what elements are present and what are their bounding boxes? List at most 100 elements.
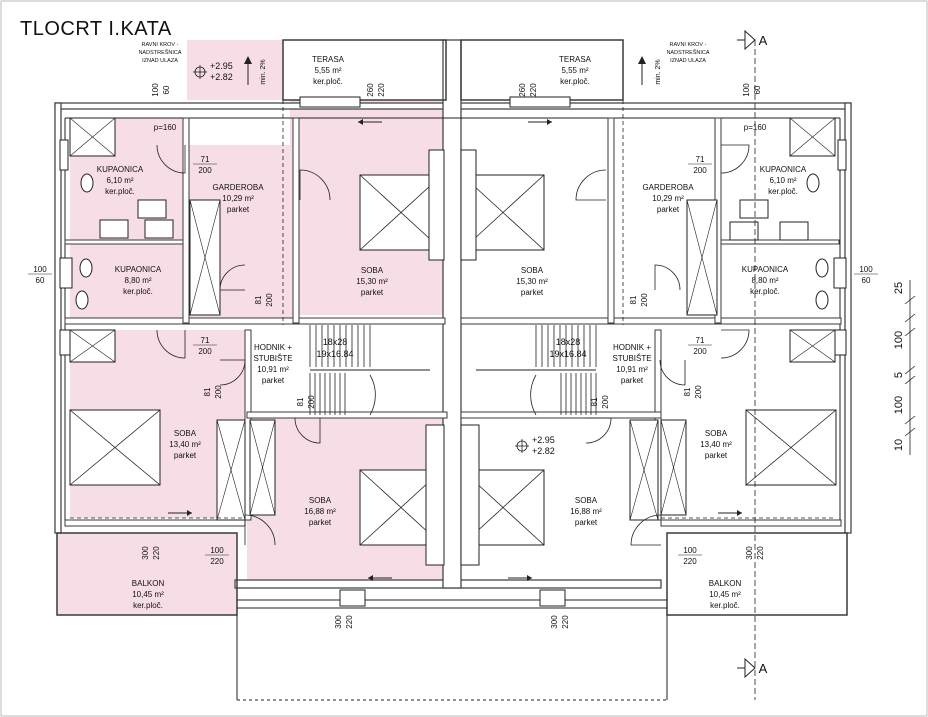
- wardrobe-diag: [686, 199, 718, 316]
- opening-label: 220: [345, 615, 354, 629]
- flow-arrow-head: [187, 510, 192, 516]
- room-label-garderoba: 10,29 m²: [222, 194, 254, 203]
- wardrobe-diag: [660, 419, 687, 516]
- partition-wall: [460, 317, 842, 325]
- opening-label: 200: [307, 395, 316, 409]
- toilet: [815, 258, 829, 278]
- opening-label: 200: [693, 166, 707, 175]
- room-label-kupaonica: KUPAONICA: [742, 265, 789, 274]
- sink: [99, 219, 129, 239]
- door-swing: [720, 144, 750, 174]
- window: [59, 257, 73, 289]
- room-label-kupaonica: 8,80 m²: [751, 276, 778, 285]
- door-swing: [219, 264, 246, 291]
- dim-tick: [904, 295, 916, 305]
- shower-diag: [789, 117, 836, 157]
- shower-diag: [789, 329, 836, 363]
- roof-note: IZNAD ULAZA: [142, 58, 178, 64]
- partition-wall: [607, 117, 615, 324]
- room-label-soba: parket: [309, 518, 332, 527]
- opening-label: 300: [745, 546, 754, 560]
- party-wall: [442, 39, 462, 589]
- dim-value: 25: [893, 282, 905, 294]
- toilet: [80, 173, 94, 193]
- room-label-kupaonica: ker.ploč.: [105, 187, 135, 196]
- opening-label: 81: [296, 397, 305, 406]
- opening-label: 220: [756, 546, 765, 560]
- opening-label: 260: [518, 83, 527, 97]
- opening-label: 200: [640, 293, 649, 307]
- section-marker: [744, 657, 756, 679]
- room-label-kupaonica: ker.ploč.: [750, 287, 780, 296]
- dim-value: 10: [893, 439, 905, 451]
- section-marker: [744, 29, 756, 51]
- roof-note: IZNAD ULAZA: [670, 58, 706, 64]
- bed-line: [745, 409, 837, 486]
- opening-label: 81: [203, 387, 212, 396]
- flow-arrow-head: [527, 575, 532, 581]
- door-swing: [575, 169, 607, 201]
- opening-label: 60: [753, 85, 762, 94]
- room-label-soba: 15,30 m²: [356, 277, 388, 286]
- p-label: p=160: [744, 123, 767, 132]
- nightstand: [460, 149, 477, 261]
- roof-note: RAVNI KROV -: [670, 42, 707, 48]
- room-label-balkon: ker.ploč.: [133, 601, 163, 610]
- opening-label: 81: [683, 387, 692, 396]
- bed-line: [69, 409, 161, 486]
- opening-label: 220: [683, 557, 697, 566]
- room-label-soba: 16,88 m²: [570, 507, 602, 516]
- room-label-terasa: ker.ploč.: [560, 77, 590, 86]
- room-label-garderoba: parket: [657, 205, 680, 214]
- opening-label: 71: [201, 336, 210, 345]
- room-label-soba: SOBA: [521, 266, 544, 275]
- room-label-balkon: ker.ploč.: [710, 601, 740, 610]
- room-label-soba: SOBA: [361, 266, 384, 275]
- dim-tick: [904, 313, 916, 323]
- room-label-kupaonica: ker.ploč.: [123, 287, 153, 296]
- window: [539, 589, 566, 607]
- toilet: [79, 258, 93, 278]
- opening-label: 60: [162, 85, 171, 94]
- window: [59, 139, 69, 171]
- room-label-garderoba: GARDEROBA: [212, 183, 264, 192]
- room-label-soba: parket: [575, 518, 598, 527]
- room-label-terasa: TERASA: [312, 55, 345, 64]
- opening-label: 100: [210, 546, 224, 555]
- level-upper: +2.95: [532, 435, 555, 445]
- room-label-balkon: 10,45 m²: [709, 590, 741, 599]
- partition-wall: [292, 117, 300, 324]
- plan-title: TLOCRT I.KATA: [20, 18, 172, 40]
- flow-arrow-head: [737, 510, 742, 516]
- door-swing: [156, 144, 186, 174]
- roof-note: RAVNI KROV -: [142, 42, 179, 48]
- room-label-soba: SOBA: [705, 429, 728, 438]
- room-label-kupaonica: 8,80 m²: [124, 276, 151, 285]
- opening-label: 200: [601, 395, 610, 409]
- opening-label: 220: [529, 83, 538, 97]
- room-label-soba: SOBA: [575, 496, 598, 505]
- room-label-hodnik: parket: [621, 376, 644, 385]
- partition-wall: [660, 519, 842, 527]
- toilet: [806, 173, 820, 193]
- partition-wall: [64, 519, 246, 527]
- opening-label: 60: [36, 276, 45, 285]
- partition-wall: [64, 317, 446, 325]
- opening-label: 100: [859, 265, 873, 274]
- window: [837, 139, 847, 171]
- toilet: [75, 290, 89, 310]
- toilet: [815, 290, 829, 310]
- room-label-terasa: 5,55 m²: [561, 66, 588, 75]
- nightstand: [425, 424, 445, 566]
- opening-label: 220: [152, 546, 161, 560]
- slope-arrow-head: [244, 56, 252, 64]
- opening-label: 220: [210, 557, 224, 566]
- window: [833, 257, 847, 289]
- room-label-balkon: BALKON: [709, 579, 742, 588]
- room-label-terasa: TERASA: [559, 55, 592, 64]
- opening-label: 300: [141, 546, 150, 560]
- room-label-soba: parket: [521, 288, 544, 297]
- nightstand: [460, 424, 480, 566]
- sink: [779, 221, 809, 241]
